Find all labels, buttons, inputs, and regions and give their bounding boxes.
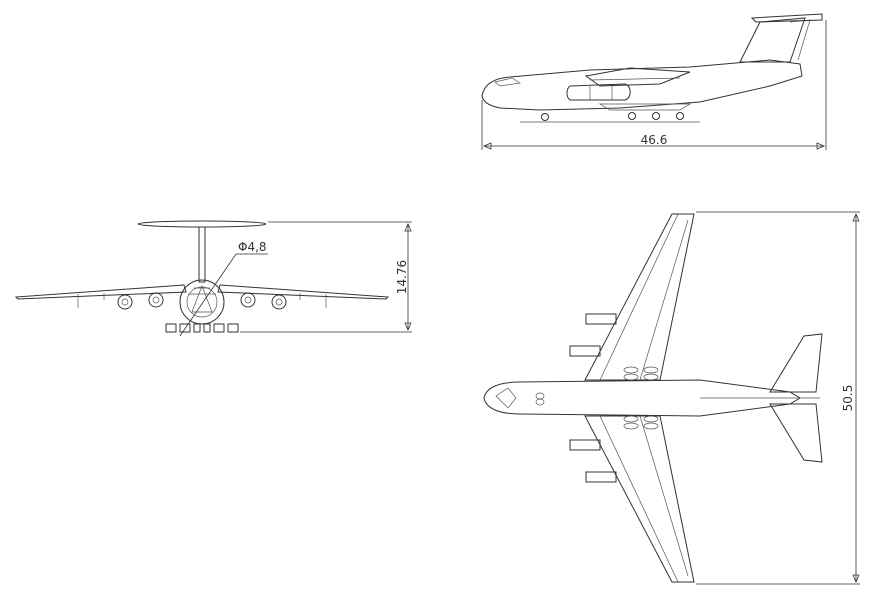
front-engine bbox=[240, 292, 256, 308]
side-main-wheel bbox=[676, 112, 684, 120]
front-fuselage bbox=[179, 279, 225, 325]
top-wing-upper bbox=[584, 213, 695, 381]
top-horizontal-tail bbox=[769, 333, 823, 393]
side-wing bbox=[584, 67, 691, 87]
front-height-label: 14.76 bbox=[395, 260, 409, 294]
side-nose-wheel bbox=[541, 113, 549, 121]
top-engine bbox=[585, 471, 617, 483]
front-wing-left bbox=[14, 284, 187, 300]
side-length-label: 46.6 bbox=[641, 133, 668, 147]
front-view: Φ4,8 14.76 bbox=[14, 220, 412, 337]
front-engine bbox=[271, 294, 287, 310]
front-radome-label: Φ4,8 bbox=[238, 240, 267, 254]
side-horizontal-tail bbox=[750, 13, 823, 23]
side-cockpit-windows bbox=[494, 77, 521, 87]
side-fuselage bbox=[481, 59, 803, 111]
side-gear-fairing bbox=[598, 103, 692, 111]
top-view: 50.5 bbox=[483, 211, 860, 585]
front-radome bbox=[137, 220, 267, 228]
front-radome-leader bbox=[179, 253, 237, 337]
top-gear-pods bbox=[535, 366, 659, 430]
side-vertical-tail bbox=[739, 17, 806, 63]
front-landing-gear bbox=[165, 323, 239, 333]
top-engine bbox=[585, 313, 617, 325]
side-main-wheel bbox=[652, 112, 660, 120]
front-wing-right bbox=[217, 284, 390, 300]
side-engine bbox=[566, 83, 631, 101]
top-engine bbox=[569, 439, 601, 451]
front-engine bbox=[117, 294, 133, 310]
top-engine bbox=[569, 345, 601, 357]
side-view: 46.6 bbox=[481, 13, 827, 150]
top-span-label: 50.5 bbox=[841, 385, 855, 412]
side-main-wheel bbox=[628, 112, 636, 120]
front-tail-fin bbox=[198, 226, 206, 283]
front-engine bbox=[148, 292, 164, 308]
top-cockpit bbox=[495, 387, 517, 409]
top-wing-lower bbox=[584, 415, 695, 583]
